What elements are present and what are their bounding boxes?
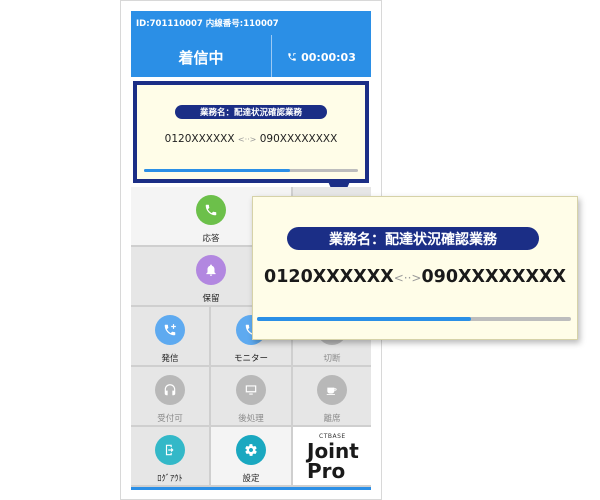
agent-id-label: ID:701110007 内線番号:110007	[136, 19, 279, 29]
callout-business-name: 業務名：配達状況確認業務	[287, 227, 539, 250]
logo-line-1: Joint	[307, 439, 359, 463]
monitor-icon	[236, 375, 266, 405]
dial-label: 発信	[161, 354, 179, 364]
settings-button[interactable]: 設定	[211, 427, 291, 485]
headset-icon	[155, 375, 185, 405]
phone-timer-icon	[288, 53, 296, 61]
header-divider	[271, 35, 272, 77]
bell-icon	[196, 255, 226, 285]
away-button[interactable]: 離席	[293, 367, 371, 425]
away-label: 離席	[323, 414, 341, 424]
answer-label: 応答	[202, 234, 220, 244]
available-button[interactable]: 受付可	[131, 367, 209, 425]
logout-label: ﾛｸﾞｱｳﾄ	[157, 474, 183, 484]
call-header: ID:701110007 内線番号:110007 着信中 00:00:03	[131, 11, 371, 77]
jointpro-logo: CTBASE Joint Pro	[293, 427, 371, 485]
logout-button[interactable]: ﾛｸﾞｱｳﾄ	[131, 427, 209, 485]
call-state: 着信中	[178, 48, 224, 67]
available-label: 受付可	[157, 414, 183, 424]
monitor-label: モニター	[233, 354, 268, 364]
logo-subtitle: CTBASE	[319, 433, 346, 440]
logo-line-2: Pro	[307, 459, 346, 483]
gear-icon	[236, 435, 266, 465]
call-progress-track	[144, 169, 358, 172]
settings-label: 設定	[242, 474, 260, 484]
callee-number: 090XXXXXXXX	[259, 133, 338, 145]
call-info-panel: 業務名：配達状況確認業務 0120XXXXXX <··> 090XXXXXXXX	[133, 81, 369, 183]
dial-button[interactable]: 発信	[131, 307, 209, 365]
callout-caller-number: 0120XXXXXX	[264, 267, 394, 287]
caller-number: 0120XXXXXX	[164, 133, 235, 145]
call-progress-fill	[144, 169, 290, 172]
direction-arrow: <··>	[237, 135, 257, 144]
call-numbers: 0120XXXXXX <··> 090XXXXXXXX	[137, 133, 365, 145]
callout-direction-arrow: <··>	[393, 271, 422, 285]
callout-callee-number: 090XXXXXXXX	[421, 267, 566, 287]
phone-outgoing-icon	[155, 315, 185, 345]
after-call-work-button[interactable]: 後処理	[211, 367, 291, 425]
callout-call-numbers: 0120XXXXXX<··>090XXXXXXXX	[253, 267, 577, 287]
coffee-icon	[317, 375, 347, 405]
phone-icon	[196, 195, 226, 225]
logout-icon	[155, 435, 185, 465]
callout-progress-fill	[257, 317, 471, 321]
hangup-label: 切断	[323, 354, 341, 364]
callout-progress-track	[257, 317, 571, 321]
business-name-badge: 業務名：配達状況確認業務	[175, 105, 327, 119]
call-info-callout: 業務名：配達状況確認業務 0120XXXXXX<··>090XXXXXXXX	[252, 196, 578, 340]
bottom-accent-bar	[131, 487, 371, 490]
call-timer: 00:00:03	[272, 37, 371, 77]
timer-value: 00:00:03	[301, 50, 356, 64]
hold-label: 保留	[202, 294, 220, 304]
after-call-work-label: 後処理	[238, 414, 264, 424]
